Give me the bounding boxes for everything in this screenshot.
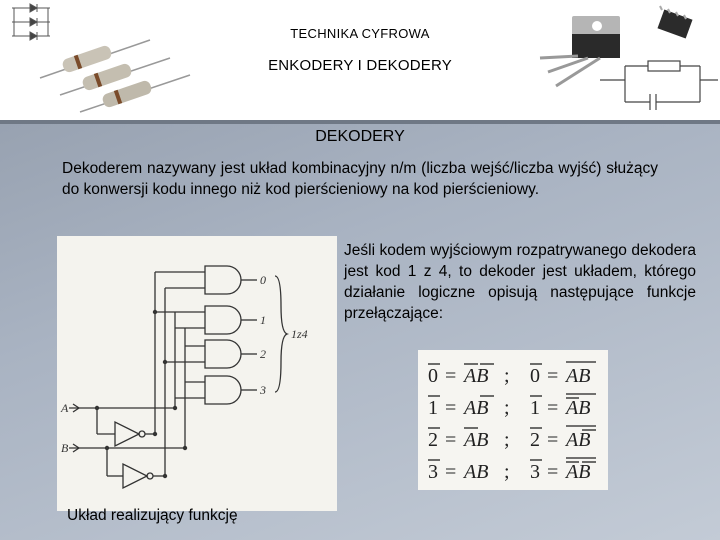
input-label-b: B xyxy=(61,441,69,455)
code-label: 1z4 xyxy=(291,327,308,341)
svg-text:3: 3 xyxy=(530,461,540,483)
svg-text:=: = xyxy=(547,429,558,451)
formula-row-0: 0 = AB ; 0 = AB xyxy=(428,365,590,387)
formula-row-3: 3 = AB ; 3 = AB xyxy=(428,461,590,483)
svg-text:AB: AB xyxy=(564,397,590,419)
diode-schematic-icon xyxy=(12,3,50,41)
svg-text:1: 1 xyxy=(428,397,438,419)
course-title: TECHNIKA CYFROWA xyxy=(290,26,430,41)
resistor-icon xyxy=(39,39,191,113)
rc-circuit-icon xyxy=(600,60,718,110)
svg-text:AB: AB xyxy=(564,461,590,483)
svg-text:AB: AB xyxy=(564,365,590,387)
formula-row-2: 2 = AB ; 2 = AB xyxy=(428,429,590,451)
svg-text:=: = xyxy=(445,397,456,419)
transistor-icon xyxy=(539,16,620,88)
formulas-svg: 0 = AB ; 0 = AB 1 = AB ; 1 = AB 2 = xyxy=(428,361,596,483)
header: TECHNIKA CYFROWA ENKODERY I DEKODERY xyxy=(0,0,720,120)
negation-bars xyxy=(428,361,596,463)
switching-functions-panel: 0 = AB ; 0 = AB 1 = AB ; 1 = AB 2 = xyxy=(418,350,608,490)
section-title: DEKODERY xyxy=(315,128,405,145)
svg-text:=: = xyxy=(547,461,558,483)
svg-text:1: 1 xyxy=(530,397,540,419)
and-gate-1 xyxy=(204,305,257,335)
circuit-svg: A B 0 1 2 3 1z4 xyxy=(60,265,308,490)
svg-text:AB: AB xyxy=(462,461,488,483)
description-paragraph: Jeśli kodem wyjściowym rozpatrywanego de… xyxy=(344,242,696,322)
svg-text:;: ; xyxy=(504,429,510,451)
svg-text:0: 0 xyxy=(530,365,540,387)
svg-text:0: 0 xyxy=(428,365,438,387)
chip-icon xyxy=(657,5,693,39)
svg-text:=: = xyxy=(445,461,456,483)
svg-text:=: = xyxy=(445,429,456,451)
output-label-1: 1 xyxy=(260,313,266,327)
svg-text:;: ; xyxy=(504,461,510,483)
svg-text:=: = xyxy=(547,365,558,387)
header-divider xyxy=(0,120,720,124)
circuit-caption: Układ realizujący funkcję xyxy=(67,507,238,524)
output-label-0: 0 xyxy=(260,273,266,287)
and-gate-3 xyxy=(204,375,257,405)
and-gate-2 xyxy=(204,339,257,369)
svg-text:AB: AB xyxy=(462,429,488,451)
output-label-2: 2 xyxy=(260,347,266,361)
input-label-a: A xyxy=(60,401,69,415)
svg-text:2: 2 xyxy=(530,429,540,451)
formula-row-1: 1 = AB ; 1 = AB xyxy=(428,397,590,419)
svg-text:AB: AB xyxy=(462,397,488,419)
svg-text:=: = xyxy=(547,397,558,419)
and-gate-0 xyxy=(204,265,257,295)
svg-text:3: 3 xyxy=(428,461,438,483)
slide-title: ENKODERY I DEKODERY xyxy=(268,57,452,74)
svg-text:=: = xyxy=(445,365,456,387)
output-label-3: 3 xyxy=(259,383,266,397)
intro-paragraph: Dekoderem nazywany jest układ kombinacyj… xyxy=(62,160,658,198)
svg-text:;: ; xyxy=(504,365,510,387)
svg-text:;: ; xyxy=(504,397,510,419)
svg-text:AB: AB xyxy=(462,365,488,387)
decoder-circuit-diagram: A B 0 1 2 3 1z4 xyxy=(57,236,337,511)
svg-text:2: 2 xyxy=(428,429,438,451)
svg-text:AB: AB xyxy=(564,429,590,451)
header-graphics xyxy=(12,3,718,113)
